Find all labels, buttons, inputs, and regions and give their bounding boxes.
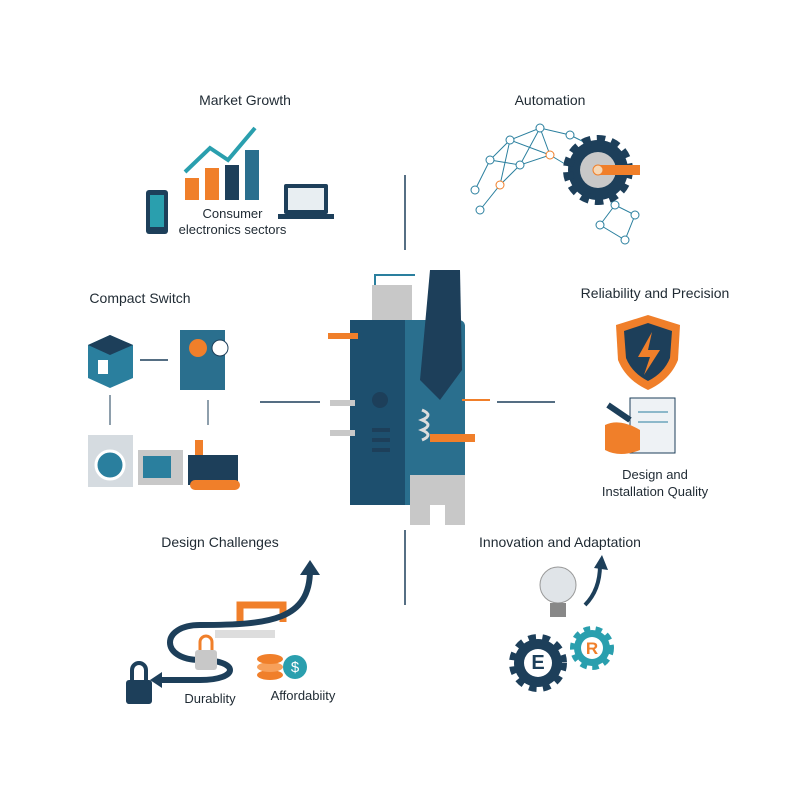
reliability-title: Reliability and Precision [580, 285, 730, 301]
design-challenges-illustration: $ [126, 560, 320, 704]
automation-network-illustration [470, 123, 640, 245]
affordability-label: Affordabiity [270, 688, 336, 703]
reliability-caption-line2: Installation Quality [601, 484, 709, 499]
compact-switch-title: Compact Switch [89, 290, 191, 306]
market-growth-title: Market Growth [199, 92, 291, 108]
compact-switch-illustration [88, 330, 240, 490]
design-challenges-title: Design Challenges [161, 534, 279, 550]
innovation-title: Innovation and Adaptation [479, 534, 641, 550]
automation-title: Automation [514, 92, 586, 108]
divider-lines [260, 175, 555, 605]
market-growth-caption: Consumer electronics sectors [178, 206, 287, 237]
gear-letter-e: E [531, 652, 545, 674]
svg-text:$: $ [291, 659, 300, 676]
central-switch-illustration [328, 270, 490, 525]
reliability-illustration [605, 315, 680, 454]
market-growth-illustration [146, 126, 334, 234]
innovation-illustration [509, 555, 614, 692]
durability-label: Durablity [184, 691, 236, 706]
reliability-caption-line1: Design and [622, 467, 688, 482]
gear-letter-r: R [585, 639, 599, 658]
